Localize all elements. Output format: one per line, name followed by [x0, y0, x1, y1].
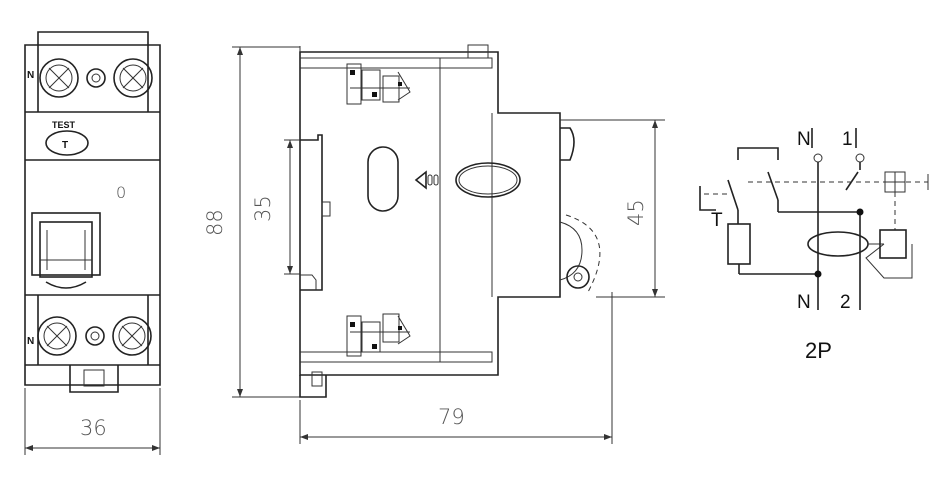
test-button-glyph: T — [62, 140, 68, 151]
height-dimension: 88 — [203, 46, 300, 398]
schematic-bottom-n: N — [797, 292, 811, 313]
top-terminal-screw-right — [113, 58, 153, 98]
direction-arrow-icon — [414, 170, 439, 190]
schematic-test-letter: T — [711, 210, 723, 231]
terminal-top-label: N — [27, 70, 34, 81]
rail-dimension: 35 — [251, 139, 300, 275]
top-terminal-mechanism — [346, 63, 411, 105]
width-dimension: 36 — [24, 388, 161, 455]
side-view: 88 35 — [203, 44, 665, 444]
circuit-schematic: N 1 T — [699, 128, 929, 363]
test-button[interactable]: T — [45, 130, 89, 156]
terminal-bottom-label: N — [27, 336, 34, 347]
depth-dimension: 79 — [299, 292, 613, 444]
din-clip-handle[interactable] — [566, 265, 590, 289]
top-terminal-screw-left — [39, 58, 79, 98]
schematic-top-1: 1 — [842, 129, 853, 150]
bottom-indicator — [85, 326, 105, 346]
bottom-terminal-screw-right — [112, 316, 152, 356]
top-indicator — [86, 68, 106, 88]
test-label: TEST — [52, 120, 76, 130]
position-mark: 0 — [116, 183, 126, 202]
bottom-terminal-mechanism — [346, 313, 411, 357]
front-view: N TEST T 0 — [24, 31, 161, 455]
bottom-terminal-screw-left — [37, 316, 77, 356]
schematic-bottom-2: 2 — [840, 292, 851, 313]
toggle-lever[interactable] — [31, 212, 101, 289]
lever-slot — [455, 162, 521, 198]
front-height-dimension: 45 — [560, 119, 665, 298]
front-height-dim-label: 45 — [624, 199, 648, 226]
width-dim-label: 36 — [80, 416, 107, 440]
depth-dim-label: 79 — [438, 405, 465, 429]
schematic-pole-label: 2P — [805, 338, 832, 363]
height-dim-label: 88 — [203, 209, 227, 236]
schematic-top-n: N — [797, 129, 811, 150]
rail-dim-label: 35 — [251, 195, 275, 222]
